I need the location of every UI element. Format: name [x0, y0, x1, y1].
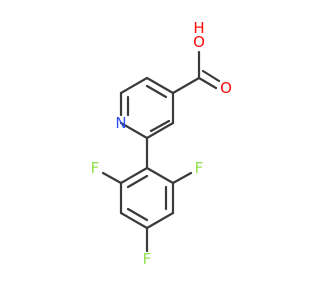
bond-c2-c3-inner: [149, 119, 171, 133]
bond-c1-c2prime: [119, 166, 149, 185]
bond-c-o-double-a: [197, 76, 218, 90]
bond-c3-c4prime-inner: [126, 207, 149, 222]
bond-c2-c3: [145, 121, 175, 140]
atom-label-ring-n: N: [115, 114, 126, 132]
bond-c-f-right: [171, 171, 193, 185]
atom-label-carbonyl-o: O: [220, 79, 232, 97]
atom-label-f-right: F: [195, 159, 204, 177]
atom-label-hydroxyl-o: O: [193, 33, 205, 51]
bond-c3-c4prime: [119, 211, 149, 230]
bonds: [101, 50, 221, 253]
atom-labels: H O O N F F F: [91, 19, 232, 268]
atom-label-hydroxyl-h: H: [193, 19, 204, 37]
bond-c4-c5prime: [145, 211, 175, 230]
bond-c4-cooh: [171, 76, 201, 95]
bond-c4-c5: [145, 76, 175, 95]
bond-c1-c2prime-inner: [126, 174, 149, 189]
atom-label-f-left: F: [91, 159, 100, 177]
atom-label-f-bottom: F: [143, 250, 152, 268]
bond-c-f-left: [101, 171, 123, 185]
bond-c5-c6: [119, 76, 149, 95]
bond-c-o-double-b: [201, 69, 221, 83]
bond-c4-c5-inner: [145, 84, 168, 99]
molecule-structure: H O O N F F F: [90, 19, 232, 268]
bond-n-c2: [119, 121, 149, 140]
bond-c6-c1prime: [145, 166, 175, 185]
